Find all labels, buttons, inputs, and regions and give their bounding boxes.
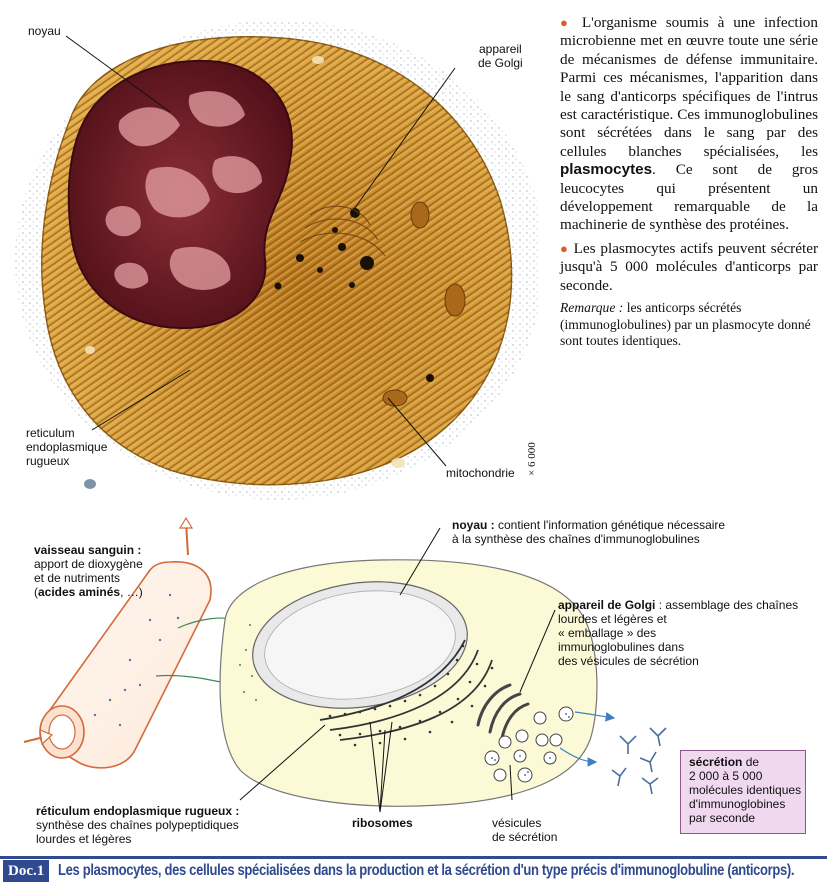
ribosome-dots [328, 644, 494, 747]
doc-badge: Doc.1 [3, 860, 50, 882]
bullet-icon: ● [560, 15, 573, 30]
diagram-nucleus-inner [264, 590, 456, 700]
label-reticulum-diagram: réticulum endoplasmique rugueux : synthè… [36, 804, 239, 846]
diagram-pointer-lines [239, 527, 556, 813]
figure-caption: Les plasmocytes, des cellules spécialisé… [58, 862, 795, 879]
paragraph-2: ● Les plasmocytes actifs peuvent sécréte… [560, 240, 818, 295]
label-mitochondrie: mitochondrie [446, 466, 515, 480]
label-noyau-diagram: noyau : contient l'information génétique… [452, 518, 725, 546]
secretion-box: sécrétion de 2 000 à 5 000 molécules ide… [680, 750, 806, 834]
paragraph-1: ● L'organisme soumis à une infection mic… [560, 14, 818, 235]
vaisseau-text: apport de dioxygène et de nutriments ( [34, 557, 143, 599]
micrograph-chromatin [105, 91, 262, 290]
cell-diagram [23, 516, 667, 813]
golgi-text: : assemblage des chaînes lourdes et légè… [558, 598, 799, 668]
debris [84, 479, 96, 489]
micrograph-pointer-lines [65, 35, 456, 467]
secretion-arrow [574, 711, 616, 722]
micrograph-vesicles [85, 56, 405, 468]
label-vesicules: vésicules de sécrétion [492, 816, 558, 844]
vesicle-contents [491, 713, 570, 776]
label-reticulum: reticulum endoplasmique rugueux [26, 426, 108, 468]
paragraph-1-tail: . Ce sont de gros leucocytes qui présent… [560, 161, 818, 234]
label-vaisseau: vaisseau sanguin : apport de dioxygène e… [34, 543, 143, 599]
label-golgi-diagram: appareil de Golgi : assemblage des chaîn… [558, 598, 798, 668]
remark: Remarque : les anticorps sécrétés (immun… [560, 300, 818, 350]
label-golgi: appareil de Golgi [478, 42, 523, 70]
golgi-title: appareil de Golgi [558, 598, 656, 612]
text-panel: ● L'organisme soumis à une infection mic… [560, 14, 818, 350]
micrograph-mitochondria [382, 201, 466, 407]
antibody-icons [611, 727, 667, 795]
diagram-rough-er [319, 639, 493, 741]
secretion-text: de 2 000 à 5 000 molécules identiques d'… [689, 755, 802, 825]
label-ribosomes: ribosomes [352, 816, 413, 830]
reticulum-text: synthèse des chaînes polypeptidiques lou… [36, 818, 239, 846]
vaisseau-bold: acides aminés [38, 585, 121, 599]
caption-bar [0, 856, 827, 889]
blood-vessel [23, 516, 212, 769]
plasmocytes-bold: plasmocytes [560, 161, 653, 179]
paragraph-1-text: L'organisme soumis à une infection micro… [560, 14, 818, 160]
micrograph-granules [274, 208, 434, 382]
label-noyau: noyau [28, 24, 61, 38]
secretion-arrow [559, 747, 598, 767]
micrograph-golgi [299, 205, 386, 257]
scale-label: × 6 000 [526, 442, 538, 476]
remark-text: les anticorps sécrétés (immunoglobulines… [560, 300, 811, 349]
bullet-icon: ● [560, 240, 569, 256]
amino-acid-dots [239, 624, 263, 701]
vaisseau-tail: , …) [120, 585, 143, 599]
diagram-golgi [476, 683, 530, 740]
noyau-title: noyau : [452, 518, 495, 532]
micrograph [15, 20, 540, 500]
paragraph-2-text: Les plasmocytes actifs peuvent sécréter … [560, 239, 819, 294]
remark-label: Remarque : [560, 300, 624, 316]
secretion-title: sécrétion [689, 755, 743, 769]
vaisseau-title: vaisseau sanguin : [34, 543, 142, 557]
noyau-text: contient l'information génétique nécessa… [452, 518, 726, 546]
reticulum-title: réticulum endoplasmique rugueux : [36, 804, 240, 818]
